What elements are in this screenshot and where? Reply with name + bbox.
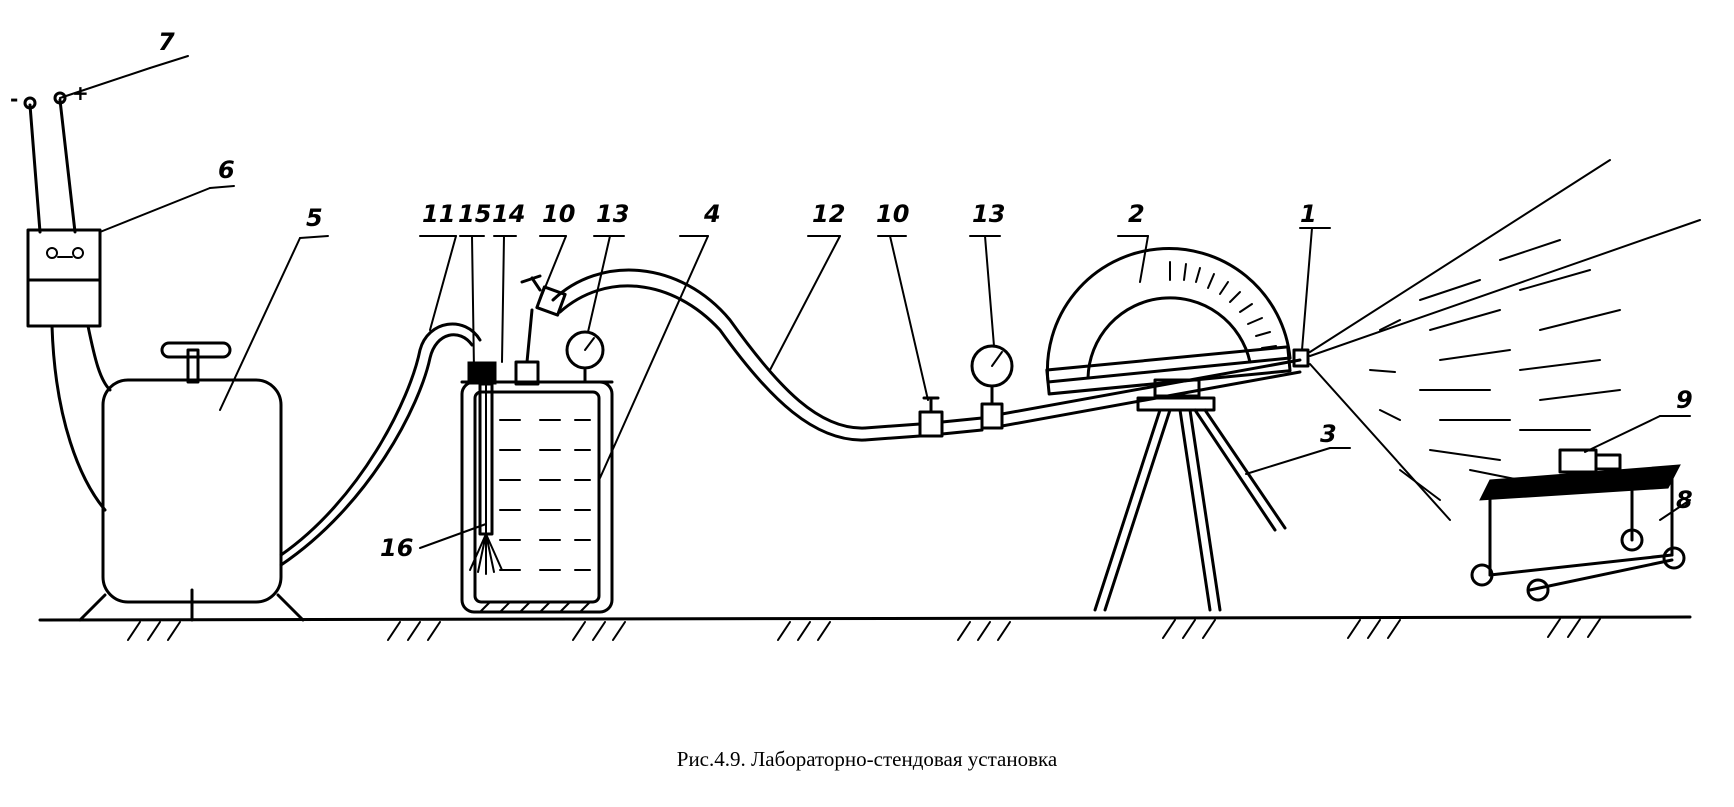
pressure-line bbox=[863, 344, 1302, 442]
control-box bbox=[23, 91, 112, 512]
label-13-right: 13 bbox=[972, 200, 1005, 228]
minus-terminal-sign: - bbox=[10, 87, 18, 111]
label-10-left: 10 bbox=[542, 200, 575, 228]
leader-lines bbox=[59, 55, 1691, 549]
label-14: 14 bbox=[492, 200, 525, 228]
label-4: 4 bbox=[703, 200, 721, 228]
label-16: 16 bbox=[380, 534, 413, 562]
label-6: 6 bbox=[218, 156, 235, 184]
compressor-tank bbox=[78, 341, 305, 622]
figure-caption: Рис.4.9. Лабораторно-стендовая установка bbox=[676, 747, 1058, 771]
label-8: 8 bbox=[1676, 486, 1693, 514]
label-12: 12 bbox=[812, 200, 845, 228]
tripod bbox=[1093, 378, 1287, 612]
spray-cone bbox=[1309, 159, 1701, 521]
target-cart bbox=[1470, 448, 1686, 602]
label-13-left: 13 bbox=[596, 200, 629, 228]
nozzle bbox=[1292, 348, 1310, 368]
label-2: 2 bbox=[1128, 200, 1145, 228]
plus-terminal-sign: + bbox=[72, 81, 89, 105]
label-11: 11 bbox=[422, 200, 455, 228]
ground bbox=[38, 615, 1692, 641]
label-10-right: 10 bbox=[876, 200, 909, 228]
air-hose bbox=[279, 322, 482, 557]
label-7: 7 bbox=[158, 28, 175, 56]
liquid-hose bbox=[551, 268, 867, 430]
label-5: 5 bbox=[306, 204, 323, 232]
label-3: 3 bbox=[1320, 420, 1337, 448]
label-15: 15 bbox=[458, 200, 491, 228]
air-hose-inner bbox=[279, 333, 474, 567]
liquid-tank bbox=[460, 330, 614, 614]
protractor bbox=[1045, 246, 1292, 396]
liquid-hose-inner bbox=[558, 284, 867, 442]
label-9: 9 bbox=[1676, 386, 1693, 414]
label-1: 1 bbox=[1300, 200, 1317, 228]
